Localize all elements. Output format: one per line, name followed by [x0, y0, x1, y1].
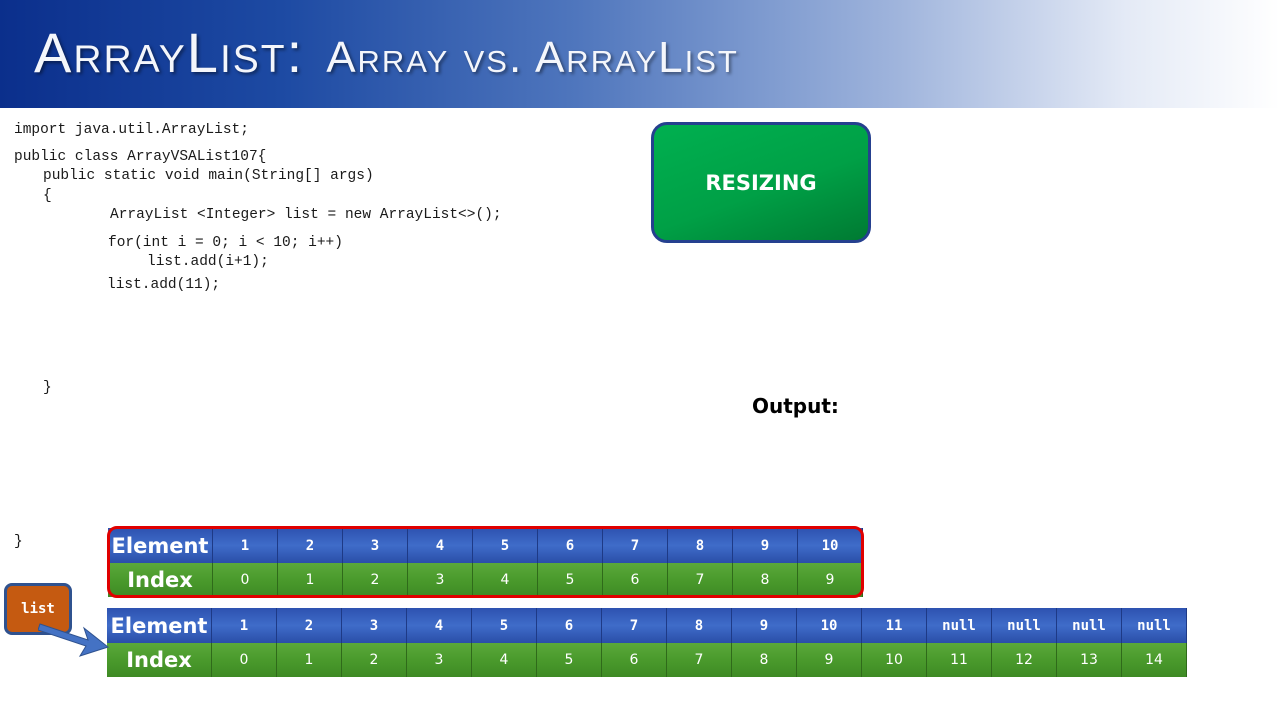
element-cell: 4 [408, 528, 473, 563]
code-import: import java.util.ArrayList; [14, 122, 249, 138]
code-list-add-11: list.add(11); [107, 277, 221, 293]
element-row-header: Element [108, 528, 213, 563]
index-cell: 3 [408, 563, 473, 597]
element-cell: 7 [602, 608, 667, 643]
index-row-header: Index [107, 643, 212, 677]
element-cell: 1 [212, 608, 277, 643]
index-cell: 8 [733, 563, 798, 597]
title-sub: Array vs. ArrayList [326, 33, 739, 82]
element-cell: 8 [667, 608, 732, 643]
code-list-decl: ArrayList <Integer> list = new ArrayList… [110, 207, 502, 223]
element-cell: 8 [668, 528, 733, 563]
code-open-brace: { [43, 188, 52, 204]
index-cell: 14 [1122, 643, 1187, 677]
element-cell: 11 [862, 608, 927, 643]
index-cell: 1 [278, 563, 343, 597]
index-cell: 9 [797, 643, 862, 677]
element-cell: 3 [343, 528, 408, 563]
index-cell: 1 [277, 643, 342, 677]
index-cell: 11 [927, 643, 992, 677]
list-reference-box: list [4, 583, 72, 635]
element-row-header: Element [107, 608, 212, 643]
slide-title: ArrayList: Array vs. ArrayList [34, 20, 739, 90]
element-cell: 1 [213, 528, 278, 563]
index-cell: 2 [343, 563, 408, 597]
index-cell: 3 [407, 643, 472, 677]
reference-arrow-icon [38, 623, 110, 657]
index-cell: 5 [538, 563, 603, 597]
index-cell: 2 [342, 643, 407, 677]
element-cell: null [1122, 608, 1187, 643]
code-close-main: } [43, 380, 52, 396]
index-cell: 7 [667, 643, 732, 677]
resizing-label: RESIZING [705, 170, 817, 195]
element-cell: 5 [472, 608, 537, 643]
index-cell: 9 [798, 563, 863, 597]
title-main: ArrayList: [34, 21, 305, 84]
index-cell: 4 [472, 643, 537, 677]
index-cell: 4 [473, 563, 538, 597]
element-cell: 7 [603, 528, 668, 563]
code-list-add-loop: list.add(i+1); [147, 254, 269, 270]
element-cell: 4 [407, 608, 472, 643]
element-cell: null [927, 608, 992, 643]
element-cell: 2 [277, 608, 342, 643]
title-banner: ArrayList: Array vs. ArrayList [0, 0, 1280, 108]
index-cell: 6 [602, 643, 667, 677]
element-cell: 5 [473, 528, 538, 563]
resizing-callout: RESIZING [651, 122, 871, 243]
index-cell: 0 [212, 643, 277, 677]
code-class-decl: public class ArrayVSAList107{ [14, 149, 267, 165]
element-cell: 6 [537, 608, 602, 643]
element-cell: null [992, 608, 1057, 643]
index-cell: 13 [1057, 643, 1122, 677]
index-cell: 7 [668, 563, 733, 597]
output-label: Output: [752, 394, 839, 418]
element-cell: 3 [342, 608, 407, 643]
index-cell: 8 [732, 643, 797, 677]
element-cell: 9 [733, 528, 798, 563]
element-cell: 2 [278, 528, 343, 563]
index-cell: 5 [537, 643, 602, 677]
code-close-class: } [14, 534, 23, 550]
list-reference-label: list [21, 601, 55, 617]
element-cell: 10 [798, 528, 863, 563]
code-main-decl: public static void main(String[] args) [43, 168, 374, 184]
element-cell: 9 [732, 608, 797, 643]
index-cell: 12 [992, 643, 1057, 677]
element-cell: 6 [538, 528, 603, 563]
index-row-header: Index [108, 563, 213, 597]
element-cell: null [1057, 608, 1122, 643]
index-cell: 6 [603, 563, 668, 597]
code-for-loop: for(int i = 0; i < 10; i++) [108, 235, 343, 251]
index-cell: 10 [862, 643, 927, 677]
element-cell: 10 [797, 608, 862, 643]
index-cell: 0 [213, 563, 278, 597]
